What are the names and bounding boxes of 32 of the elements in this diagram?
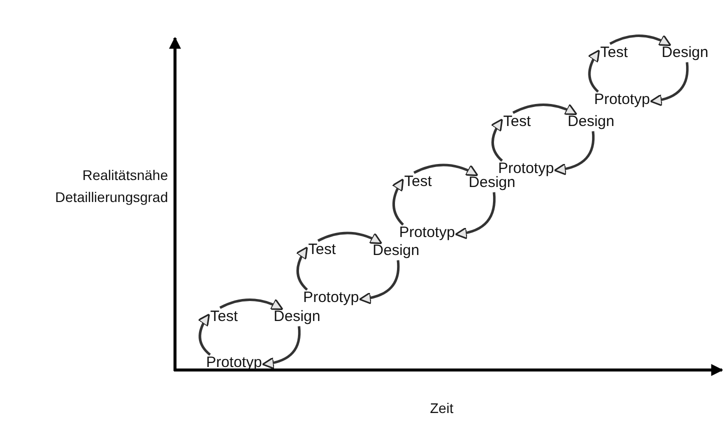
curved-arrow [296, 246, 308, 291]
curved-arrow [609, 34, 672, 46]
curved-arrow [358, 260, 400, 304]
curved-arrow [554, 131, 595, 176]
curved-arrow [588, 49, 600, 93]
curved-arrow [219, 298, 284, 310]
step-label: Prototyp [594, 92, 650, 108]
curved-arrow [650, 62, 689, 106]
curved-arrow [490, 118, 503, 162]
curved-arrow [512, 104, 578, 116]
step-label: Design [274, 308, 320, 326]
curved-arrow [454, 192, 496, 240]
step-label: Test [503, 114, 531, 130]
step-label: Test [308, 242, 336, 258]
step-label: Prototyp [399, 224, 455, 242]
curved-arrow [198, 313, 211, 356]
x-axis-label: Zeit [430, 400, 454, 416]
step-label: Test [404, 174, 432, 190]
step-label: Design [372, 242, 420, 260]
step-label: Test [210, 308, 238, 326]
y-axis-label: Realitätsnähe Detaillierungsgrad [54, 166, 168, 207]
curved-arrow [413, 164, 478, 176]
step-label: Prototyp [498, 160, 554, 178]
step-label: Design [662, 44, 708, 62]
step-label: Design [468, 174, 516, 192]
step-label: Test [600, 44, 628, 62]
curved-arrow [262, 326, 301, 370]
step-label: Prototyp [303, 290, 359, 306]
curved-arrow [317, 232, 382, 244]
step-label: Prototyp [206, 354, 262, 372]
step-label: Design [568, 114, 614, 130]
curved-arrow [392, 178, 404, 226]
